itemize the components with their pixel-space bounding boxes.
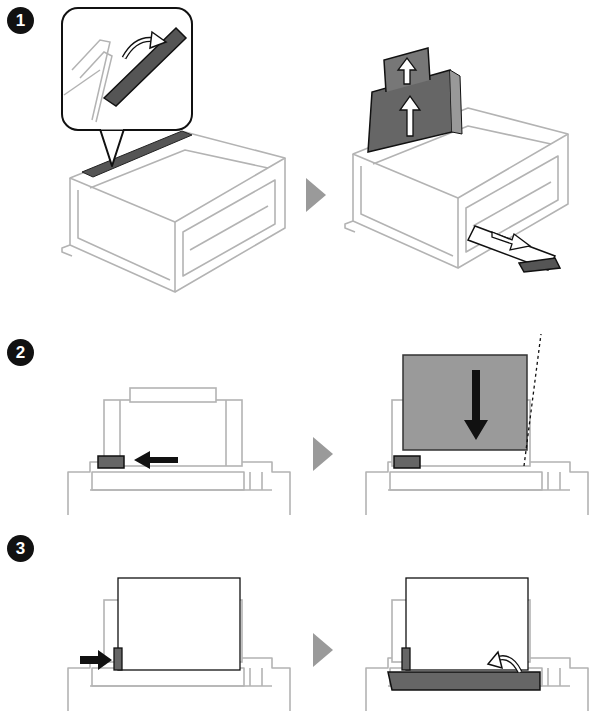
step-number: 3 — [7, 535, 34, 562]
cover-flap — [104, 28, 186, 106]
step-circle — [7, 339, 34, 366]
foot — [62, 245, 72, 256]
up-arrow — [400, 96, 420, 136]
paper-sheet — [403, 355, 527, 450]
step-circle — [7, 535, 34, 562]
printer-rear — [68, 462, 290, 515]
paper-support-cover — [82, 131, 192, 177]
insert-arrow — [464, 370, 488, 440]
edge-guide — [98, 456, 124, 468]
up-arrow — [398, 58, 416, 84]
open-arrow-head — [150, 32, 166, 48]
slot-line — [190, 206, 268, 250]
printer-side — [70, 178, 175, 292]
step-arrow — [313, 633, 333, 667]
inset-frame — [62, 8, 192, 130]
step-circle — [7, 7, 34, 34]
support-extension — [384, 48, 430, 92]
inset-edge — [80, 52, 112, 122]
inset-gap — [101, 127, 123, 130]
edge-guide — [402, 648, 410, 670]
printer-body — [62, 132, 285, 292]
support-rib — [120, 400, 226, 466]
step-arrow — [313, 437, 333, 471]
feed-slot — [92, 472, 244, 490]
close-arrow-head — [488, 652, 502, 668]
lid-edge — [90, 150, 268, 188]
support-extension — [130, 388, 216, 402]
step-number: 2 — [7, 339, 34, 366]
step-arrow — [306, 178, 326, 212]
pull-arrow — [492, 232, 530, 250]
paper-sheet — [406, 578, 528, 670]
edge-guide — [394, 456, 420, 468]
side-panel — [78, 190, 170, 280]
printer-rear — [366, 462, 588, 515]
rear-line — [250, 472, 262, 490]
step-number-text: 3 — [16, 540, 25, 557]
scanner-lid — [70, 132, 285, 222]
inset-edge — [64, 70, 100, 95]
alignment-line — [524, 334, 541, 466]
paper-support — [104, 388, 242, 466]
output-slot — [183, 180, 275, 276]
feeder-guard — [388, 672, 540, 690]
paper-sheet — [118, 578, 240, 670]
tray-stopper — [519, 258, 560, 272]
step-number-text: 2 — [16, 344, 25, 361]
edge-guide — [114, 648, 122, 670]
rear-line — [90, 489, 272, 491]
inset-pointer — [100, 129, 124, 166]
support-side — [450, 70, 462, 134]
rear-outline — [68, 462, 290, 515]
step-number: 1 — [7, 7, 34, 34]
slide-arrow — [80, 650, 112, 670]
inset-printer — [64, 40, 112, 122]
printer-front — [175, 158, 285, 292]
step-number-text: 1 — [16, 12, 25, 29]
slide-arrow — [134, 451, 178, 469]
